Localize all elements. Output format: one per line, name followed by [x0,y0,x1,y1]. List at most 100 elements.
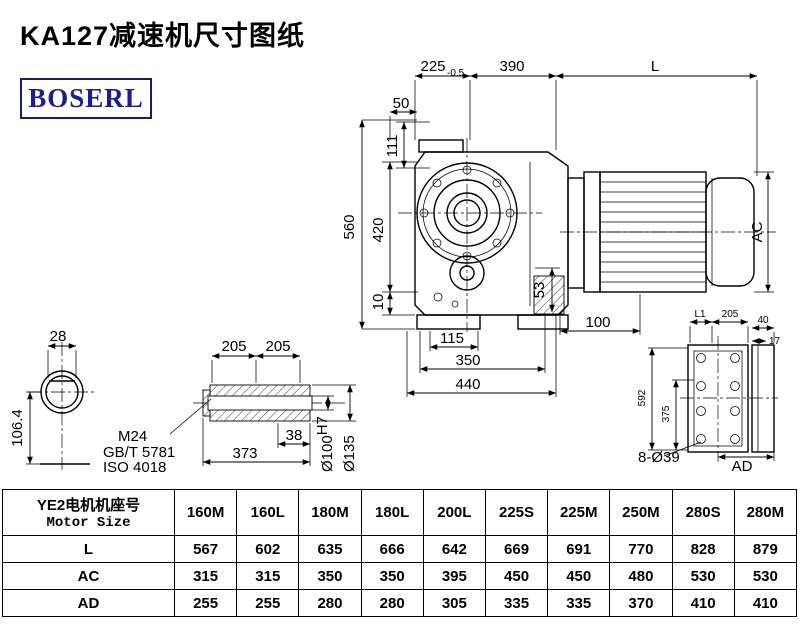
bushing-dimensions: 205 205 M24 GB/T 5781 ISO 4018 38 373 Ø1… [103,338,358,476]
bushing-view: 205 205 M24 GB/T 5781 ISO 4018 38 373 Ø1… [103,338,358,476]
cell: 305 [422,589,486,617]
dim-373: 373 [232,445,257,462]
cell: 255 [236,589,300,617]
thread-label-m24: M24 [118,428,147,445]
dim-440: 440 [455,376,480,393]
cell: 255 [173,589,238,617]
dim-205-b: 205 [265,338,290,355]
cell: 480 [609,562,673,590]
bolt-holes-label: 8-Ø39 [638,449,680,466]
col-header: 160M [173,489,238,536]
shaft-end-dimensions: 28 106.4 [9,328,77,465]
main-dimension-lines [359,73,774,397]
col-header: 250M [609,489,673,536]
motor [567,171,755,293]
dim-od-d135: Ø135 [341,435,358,472]
dim-17: 17 [769,336,781,347]
header-motor-size: YE2电机机座号 Motor Size [2,489,175,536]
cell: 370 [609,589,673,617]
cell: 567 [173,535,238,563]
col-header: 200L [422,489,486,536]
cell: 280 [360,589,424,617]
dim-350: 350 [455,352,480,369]
fan-cover [705,177,755,287]
dim-L: L [651,58,659,75]
dim-28: 28 [50,328,67,345]
col-header: 180M [298,489,362,536]
motor-size-table: YE2电机机座号 Motor Size 160M 160L 180M 180L … [2,489,798,617]
table-header-row: YE2电机机座号 Motor Size 160M 160L 180M 180L … [2,489,798,536]
dim-AD: AD [732,458,753,475]
cell: 410 [733,589,798,617]
dim-205: 205 [722,309,739,320]
dim-40: 40 [757,315,769,326]
cell: 335 [547,589,611,617]
dim-106-4: 106.4 [9,409,26,447]
dim-111: 111 [384,135,401,158]
shaft-end-view: 28 106.4 [9,328,97,470]
dim-38: 38 [286,427,303,444]
dim-225: 225 [420,58,445,75]
cell: 335 [484,589,549,617]
dim-592: 592 [637,389,648,406]
cell: 280 [298,589,362,617]
row-label: L [2,535,175,563]
brand-logo: BOSERL [28,83,144,113]
col-header: 225M [547,489,611,536]
foot-right [517,314,569,330]
col-header: 180L [360,489,424,536]
header-cn: YE2电机机座号 [36,497,141,514]
cell: 350 [360,562,424,590]
header-en: Motor Size [46,515,131,531]
dim-10: 10 [370,294,387,311]
lower-bore [449,255,485,291]
bushing-bore [207,395,313,411]
standard-label-iso: ISO 4018 [103,459,166,476]
flange-side-view [751,344,775,453]
cell: 635 [298,535,362,563]
cell: 315 [236,562,300,590]
technical-drawing: 225 -0.5 390 L 50 111 560 420 10 53 AC 1… [9,58,781,476]
flange-bolt-holes [696,353,740,444]
motor-fins [600,181,706,283]
table-row-AD: AD 255 255 280 280 305 335 335 370 410 4… [2,589,798,617]
col-header: 280M [733,489,798,536]
dim-390: 390 [499,58,524,75]
section-hatch [533,275,565,315]
cell: 642 [422,535,486,563]
cell: 450 [484,562,549,590]
row-label: AC [2,562,175,590]
dim-AC: AC [749,221,766,242]
dim-560: 560 [341,214,358,239]
cell: 669 [484,535,549,563]
cell: 666 [360,535,424,563]
col-header: 225S [484,489,549,536]
centerlines [398,138,776,332]
foot-left [416,314,481,330]
cell: 879 [733,535,798,563]
dim-375: 375 [661,405,672,422]
dim-420: 420 [370,217,387,242]
col-header: 280S [671,489,735,536]
col-header: 160L [236,489,300,536]
logo-box: BOSERL [20,78,152,119]
dim-L1: L1 [694,309,706,320]
flange-dimensions: L1 205 40 17 592 375 8-Ø39 AD [637,309,781,475]
dim-bore-d100: Ø100H7 [314,416,336,472]
main-dimension-labels: 225 -0.5 390 L 50 111 560 420 10 53 AC 1… [341,58,766,393]
cell: 450 [547,562,611,590]
flange-view: L1 205 40 17 592 375 8-Ø39 AD [637,309,781,475]
table-row-L: L 567 602 635 666 642 669 691 770 828 87… [2,535,798,563]
dim-115: 115 [440,330,464,347]
housing-top-boss [418,139,464,153]
standard-label-gbt: GB/T 5781 [103,444,175,461]
table-row-AC: AC 315 315 350 350 395 450 450 480 530 5… [2,562,798,590]
cell: 395 [422,562,486,590]
cell: 410 [671,589,735,617]
cell: 530 [671,562,735,590]
flange-plate [687,344,749,453]
cell: 315 [173,562,238,590]
cell: 770 [609,535,673,563]
input-flange-circles [416,162,518,264]
dim-100: 100 [585,314,610,331]
